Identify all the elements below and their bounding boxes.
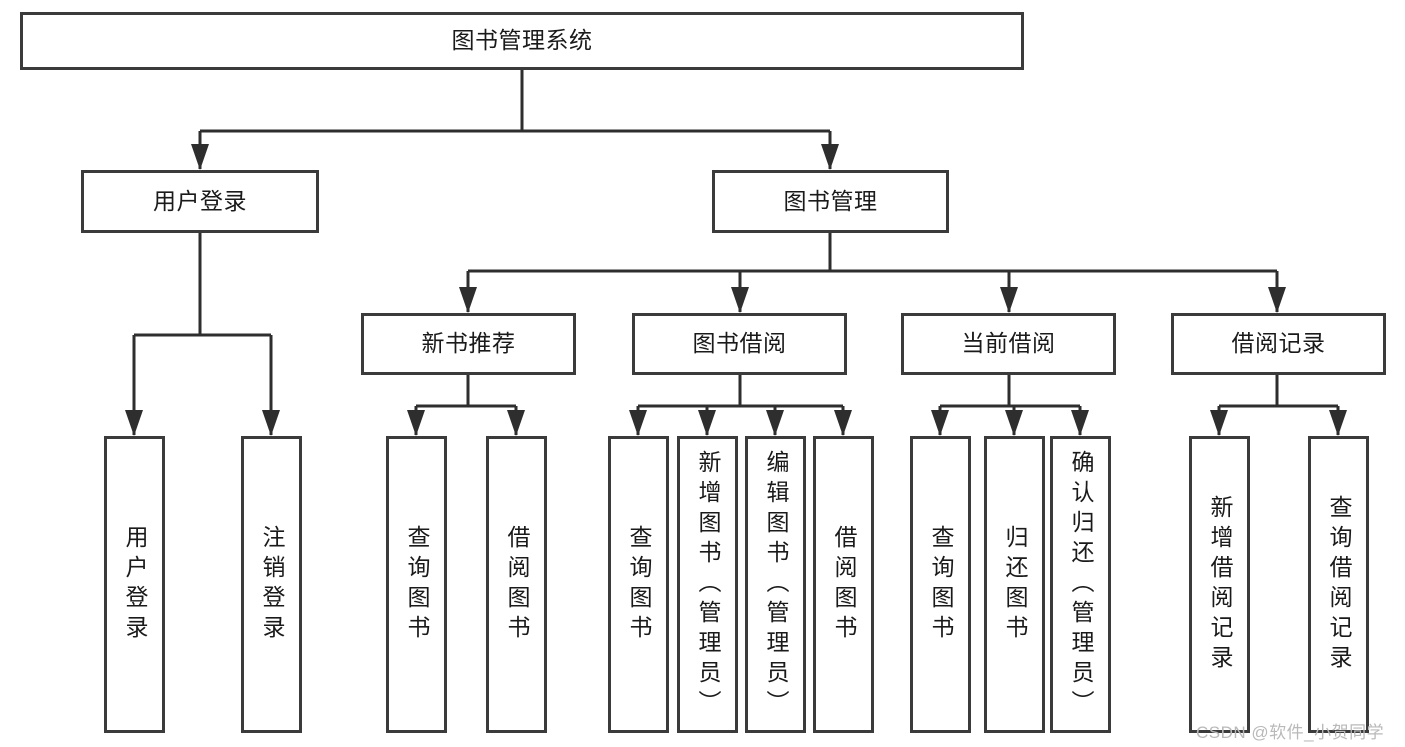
record-to-leaves-arrow-0 <box>1210 410 1228 436</box>
leaf-box-0[interactable] <box>104 436 165 733</box>
leaf-box-11[interactable] <box>1189 436 1250 733</box>
leaf-box-8[interactable] <box>910 436 971 733</box>
level3-box-3[interactable] <box>1171 313 1386 375</box>
borrow-to-leaves-arrow-2 <box>766 410 784 436</box>
borrow-to-leaves-arrow-0 <box>629 410 647 436</box>
leaf-box-3[interactable] <box>486 436 547 733</box>
watermark-text: CSDN @软件_小贺同学 <box>1196 723 1385 742</box>
userlogin-to-leaves-arrow-1 <box>262 410 280 436</box>
userlogin-to-leaves-arrow-0 <box>125 410 143 436</box>
leaf-box-7[interactable] <box>813 436 874 733</box>
level3-box-2[interactable] <box>901 313 1116 375</box>
box-layer <box>20 12 1386 733</box>
borrow-to-leaves-arrow-3 <box>834 410 852 436</box>
level3-box-1[interactable] <box>632 313 847 375</box>
leaf-box-6[interactable] <box>745 436 806 733</box>
record-to-leaves-arrow-1 <box>1329 410 1347 436</box>
root-to-level2-arrow-1 <box>821 144 839 170</box>
bookmgmt-to-level3-arrow-2 <box>1000 287 1018 313</box>
level2-box-0[interactable] <box>81 170 319 233</box>
bookmgmt-to-level3-arrow-1 <box>731 287 749 313</box>
bookmgmt-to-level3-arrow-0 <box>459 287 477 313</box>
root-box-0[interactable] <box>20 12 1024 70</box>
leaf-box-9[interactable] <box>984 436 1045 733</box>
root-to-level2-arrow-0 <box>191 144 209 170</box>
level2-box-1[interactable] <box>712 170 949 233</box>
borrow-to-leaves-arrow-1 <box>698 410 716 436</box>
current-to-leaves-arrow-2 <box>1071 410 1089 436</box>
leaf-box-5[interactable] <box>677 436 738 733</box>
bookmgmt-to-level3-arrow-3 <box>1268 287 1286 313</box>
connector-layer <box>125 70 1347 436</box>
level3-box-0[interactable] <box>361 313 576 375</box>
newbook-to-leaves-arrow-1 <box>507 410 525 436</box>
newbook-to-leaves-arrow-0 <box>407 410 425 436</box>
leaf-box-4[interactable] <box>608 436 669 733</box>
leaf-box-10[interactable] <box>1050 436 1111 733</box>
leaf-box-1[interactable] <box>241 436 302 733</box>
leaf-box-12[interactable] <box>1308 436 1369 733</box>
leaf-box-2[interactable] <box>386 436 447 733</box>
current-to-leaves-arrow-0 <box>931 410 949 436</box>
current-to-leaves-arrow-1 <box>1005 410 1023 436</box>
